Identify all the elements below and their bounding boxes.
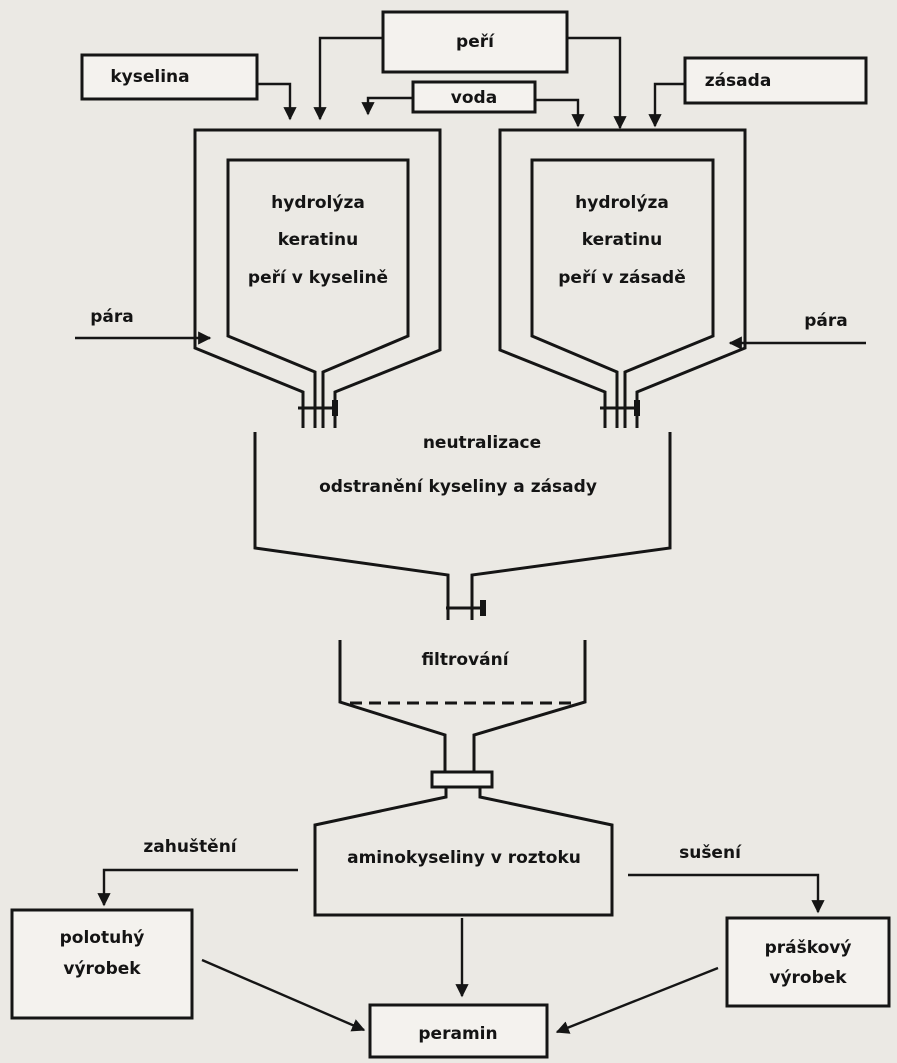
final-product-label: peramin [418, 1024, 497, 1044]
bottom-valve [446, 600, 486, 616]
semisolid-line1: polotuhý [60, 928, 145, 948]
arrow-water-to-right [535, 98, 585, 128]
right-valve [600, 400, 640, 416]
arrow-acid-to-left [257, 82, 297, 121]
arrow-powder-to-final [555, 966, 719, 1034]
left-reactor-inner-wall [226, 158, 410, 428]
left-valve [298, 400, 338, 416]
neutralization-tank: neutralizace odstranění kyseliny a zásad… [253, 432, 672, 620]
label-feathers: peří [456, 32, 495, 52]
left-reactor-line2: keratinu [278, 230, 358, 250]
right-reactor-line2: keratinu [582, 230, 662, 250]
neutralization-line2: odstranění kyseliny a zásady [319, 477, 597, 497]
steam-right: pára [728, 311, 866, 350]
right-reactor-line3: peří v zásadě [558, 268, 685, 288]
arrow-alkali-to-right [648, 82, 685, 128]
label-drying: sušení [679, 843, 742, 863]
box-water: voda [411, 80, 537, 114]
vessel-cap [430, 770, 494, 789]
left-reactor-line1: hydrolýza [271, 193, 365, 213]
input-arrows [257, 36, 685, 130]
label-steam-left: pára [90, 307, 134, 327]
label-thickening: zahuštění [143, 837, 237, 857]
left-reactor: hydrolýza keratinu peří v kyselině [193, 128, 442, 428]
branch-drying: sušení [628, 843, 825, 914]
filtration-label: filtrování [421, 650, 509, 670]
final-arrows [201, 918, 719, 1034]
right-reactor-line1: hydrolýza [575, 193, 669, 213]
solution-label: aminokyseliny v roztoku [347, 848, 581, 868]
arrow-feathers-to-left [313, 36, 383, 121]
powder-line1: práškový [765, 938, 852, 958]
powder-line2: výrobek [769, 968, 847, 988]
left-reactor-outer-wall [193, 128, 442, 428]
arrow-drying [628, 873, 825, 914]
box-alkali: zásada [683, 56, 868, 105]
arrow-feathers-to-right [567, 36, 627, 130]
vessel-body [313, 787, 614, 917]
box-final-product: peramin [368, 1003, 549, 1059]
steam-left: pára [75, 307, 212, 345]
filter-funnel-wall [338, 640, 587, 772]
arrow-semisolid-to-final [201, 958, 366, 1032]
right-reactor-inner-wall [530, 158, 715, 428]
right-reactor: hydrolýza keratinu peří v zásadě [498, 128, 747, 428]
box-acid: kyselina [80, 53, 259, 101]
box-feathers: peří [381, 10, 569, 74]
branch-thickening: zahuštění [97, 837, 298, 907]
left-reactor-line3: peří v kyselině [248, 268, 388, 288]
right-reactor-outer-wall [498, 128, 747, 428]
label-acid: kyselina [110, 67, 189, 87]
box-powder-product: práškový výrobek [725, 916, 891, 1008]
neutralization-line1: neutralizace [423, 433, 541, 453]
label-alkali: zásada [705, 71, 772, 91]
label-water: voda [451, 88, 497, 108]
arrow-water-to-left [361, 96, 413, 116]
neutralization-tank-wall [253, 432, 672, 620]
label-steam-right: pára [804, 311, 848, 331]
solution-vessel: aminokyseliny v roztoku [313, 770, 614, 917]
box-semisolid-product: polotuhý výrobek [10, 908, 194, 1020]
filter-funnel: filtrování [338, 640, 587, 772]
arrow-thickening [97, 868, 298, 907]
semisolid-line2: výrobek [63, 959, 141, 979]
